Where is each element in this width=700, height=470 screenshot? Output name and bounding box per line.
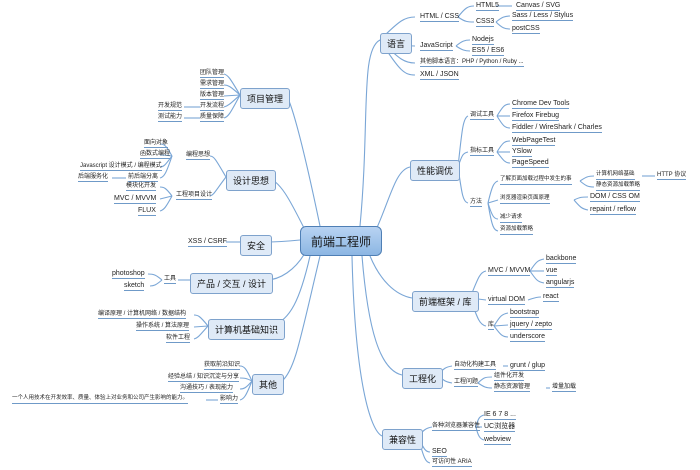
design-flux: FLUX [138,207,156,216]
perf-pagespeed: PageSpeed [512,159,549,168]
perf-firefox-firebug: Firefox Firebug [512,112,560,121]
branch-compatibility[interactable]: 兼容性 [382,429,424,450]
pm-versions: 版本管理 [200,92,225,100]
lang-xml-json: XML / JSON [420,71,459,80]
fw-underscore: underscore [510,333,546,342]
fw-backbone: backbone [546,255,577,264]
eng-incremental: 增量加载 [552,384,577,392]
lang-html-css: HTML / CSS [420,13,460,22]
design-modular: 模块化开发 [126,183,157,191]
perf-webpagetest: WebPageTest [512,137,556,146]
root-node[interactable]: 前端工程师 [300,226,382,256]
compat-ie: IE 6 7 8 ... [484,411,516,420]
perf-dom-cssom: DOM / CSS OM [590,193,640,202]
pm-test: 测试能力 [158,114,183,122]
product-sketch: sketch [124,282,145,291]
lang-html5: HTML5 [476,2,499,11]
fw-virtual-dom: virtual DOM [488,296,525,305]
lang-css3: CSS3 [476,18,495,27]
lang-javascript: JavaScript [420,42,453,51]
branch-product-design[interactable]: 产品 / 交互 / 设计 [190,273,274,294]
eng-problem: 工程问题 [454,379,479,387]
eng-component: 组件化开发 [494,373,525,381]
pm-flow: 开发流程 [200,103,225,111]
perf-fiddler: Fiddler / WireShark / Charles [512,124,602,133]
eng-static-mgmt: 静态资源管理 [494,384,531,392]
compat-seo: SEO [432,448,447,457]
perf-browser-render: 浏览器渲染页面原理 [500,195,550,204]
other-impact-desc: 一个人用技术在开发效率、质量、体验上对业务和公司产生影响的能力。 [12,395,189,404]
branch-language[interactable]: 语言 [380,33,413,54]
product-photoshop: photoshop [112,270,145,279]
cs-os-algorithms: 操作系统 / 算法原理 [136,323,190,331]
branch-security[interactable]: 安全 [240,235,273,256]
design-fp: 函数式编程 [140,151,171,159]
pm-requirements: 需求管理 [200,81,225,89]
branch-project-management[interactable]: 项目管理 [240,88,291,109]
fw-bootstrap: bootstrap [510,309,540,318]
eng-grunt-gulp: grunt / glup [510,362,546,371]
other-communication: 沟通技巧 / 表现能力 [180,385,234,393]
sec-xss-csrf: XSS / CSRF [188,238,227,247]
branch-performance[interactable]: 性能调优 [410,160,461,181]
cs-software-eng: 软件工程 [166,335,191,343]
perf-static-load: 静态资源加载策略 [596,182,641,191]
perf-chrome-devtools: Chrome Dev Tools [512,100,570,109]
design-oop: 面向对象 [144,140,169,148]
pm-spec: 开发规范 [158,103,183,111]
branch-cs-basics[interactable]: 计算机基础知识 [208,319,286,340]
eng-auto-build: 自动化构建工具 [454,362,497,370]
compat-webview: webview [484,436,511,445]
other-learning: 获取前沿知识 [204,362,241,370]
fw-library: 库 [488,322,495,330]
cs-fundamentals: 编译原理 / 计算机网络 / 数据结构 [98,311,187,319]
branch-engineering[interactable]: 工程化 [402,368,444,389]
branch-other[interactable]: 其他 [252,374,285,395]
perf-debug-tools: 调试工具 [470,112,495,120]
lang-es: ES5 / ES6 [472,47,505,56]
perf-network: 计算机网络基础 [596,171,635,180]
other-summary: 经验总结 / 知识沉淀与分享 [168,374,240,382]
design-js-patterns: Javascript 设计模式 / 编程模式 [80,163,162,171]
perf-yslow: YSlow [512,148,532,157]
pm-qa: 质量保障 [200,114,225,122]
pm-team: 团队管理 [200,70,225,78]
perf-methods: 方法 [470,199,483,207]
design-architecture: 工程项目设计 [176,192,213,200]
perf-resource-load: 资源加载策略 [500,226,534,235]
compat-browsers: 各种浏览器兼容性 [432,423,481,431]
other-impact: 影响力 [220,396,239,404]
fw-react: react [543,293,559,302]
perf-reduce-requests: 减少请求 [500,214,523,223]
perf-http: HTTP 协议 [657,172,687,180]
design-mvc-mvvm: MVC / MVVM [114,195,157,204]
compat-aria: 可访问性 ARIA [432,459,472,467]
lang-sass: Sass / Less / Stylus [512,12,574,21]
lang-nodejs: Nodejs [472,36,494,45]
fw-angularjs: angularjs [546,279,575,288]
perf-understand-page: 了解页面加载过程中发生的事 [500,176,572,185]
lang-postcss: postCSS [512,25,540,34]
lang-canvas-svg: Canvas / SVG [516,2,561,11]
design-backend-service: 后端服务化 [78,174,109,182]
product-tools: 工具 [164,276,177,284]
perf-metric-tools: 指标工具 [470,148,495,156]
design-programming: 编程思想 [186,152,211,160]
fw-vue: vue [546,267,558,276]
lang-other-script: 其他脚本语言：PHP / Python / Ruby ... [420,59,524,67]
perf-repaint-reflow: repaint / reflow [590,206,636,215]
design-fe-split: 前后端分离 [128,174,159,182]
fw-jquery-zepto: jquery / zepto [510,321,553,330]
fw-mvc-mvvm: MVC / MVVM [488,267,531,276]
branch-design-thinking[interactable]: 设计思想 [226,170,277,191]
branch-frameworks[interactable]: 前端框架 / 库 [412,291,479,312]
compat-uc: UC浏览器 [484,423,516,432]
